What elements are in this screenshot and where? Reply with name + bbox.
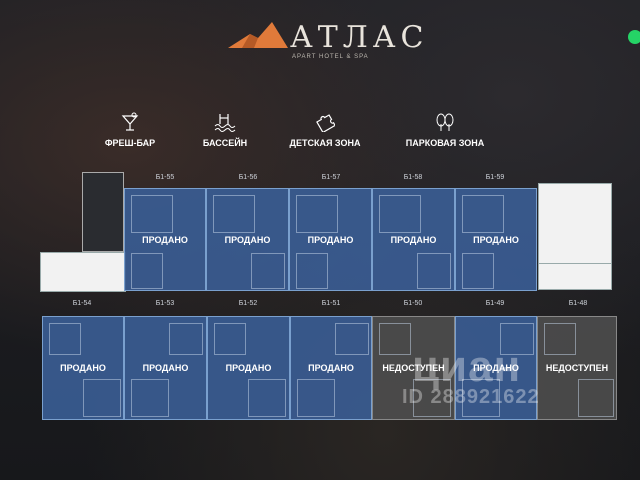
unit-label-b1-58: Б1-58	[403, 174, 423, 181]
unit-status: ПРОДАНО	[473, 234, 519, 245]
unit-status: ПРОДАНО	[142, 363, 189, 373]
unit-status: ПРОДАНО	[473, 363, 519, 373]
unit-b1-49[interactable]: ПРОДАНО	[455, 316, 537, 420]
unit-b1-55[interactable]: ПРОДАНО	[124, 188, 206, 291]
unit-b1-58[interactable]: ПРОДАНО	[372, 188, 455, 291]
watermark-id: ID 288921622	[402, 386, 540, 408]
watermark-logo-text: циан	[412, 342, 522, 391]
amenity-label: ФРЕШ-БАР	[104, 138, 156, 148]
unit-b1-52[interactable]: ПРОДАНО	[207, 316, 290, 420]
trees-icon	[436, 113, 454, 131]
cocktail-icon	[121, 112, 139, 131]
unit-b1-51[interactable]: ПРОДАНО	[290, 316, 372, 420]
amenity-label: ДЕТСКАЯ ЗОНА	[289, 138, 361, 148]
unit-status: ПРОДАНО	[390, 234, 437, 245]
left-stairwell	[82, 172, 124, 252]
unit-label-b1-55: Б1-55	[155, 174, 175, 181]
unit-label-b1-50: Б1-50	[403, 300, 423, 307]
unit-label-b1-57: Б1-57	[321, 174, 341, 181]
amenity-park-zone: ПАРКОВАЯ ЗОНА	[400, 112, 490, 148]
mountain-logo-icon	[228, 22, 288, 48]
unit-status: ПРОДАНО	[308, 363, 354, 373]
unit-status: ПРОДАНО	[225, 363, 272, 373]
unit-label-b1-54: Б1-54	[72, 300, 92, 307]
unit-b1-57[interactable]: ПРОДАНО	[289, 188, 372, 291]
unit-b1-50[interactable]: НЕДОСТУПЕН	[372, 316, 455, 420]
unit-label-b1-51: Б1-51	[321, 300, 341, 307]
whatsapp-icon[interactable]	[628, 30, 640, 44]
amenity-kids-zone: ДЕТСКАЯ ЗОНА	[285, 112, 365, 148]
brand-name: АТЛАС	[290, 20, 429, 55]
brand-logo: АТЛАС APART HOTEL & SPA	[228, 20, 423, 66]
unit-label-b1-53: Б1-53	[155, 300, 175, 307]
unit-b1-56[interactable]: ПРОДАНО	[206, 188, 289, 291]
unit-label-b1-52: Б1-52	[238, 300, 258, 307]
unit-b1-59[interactable]: ПРОДАНО	[455, 188, 537, 291]
unit-status: ПРОДАНО	[60, 363, 106, 373]
amenity-label: БАССЕЙН	[202, 138, 248, 148]
unit-label-b1-56: Б1-56	[238, 174, 258, 181]
amenity-fresh-bar: ФРЕШ-БАР	[100, 112, 160, 148]
amenity-label: ПАРКОВАЯ ЗОНА	[405, 138, 485, 148]
unit-status: ПРОДАНО	[224, 234, 271, 245]
unit-status: ПРОДАНО	[142, 234, 188, 245]
puzzle-icon	[316, 114, 335, 132]
unit-b1-54[interactable]: ПРОДАНО	[42, 316, 124, 420]
right-stairwell	[538, 183, 612, 265]
right-entrance	[538, 263, 612, 290]
unit-status: НЕДОСТУПЕН	[382, 363, 445, 373]
pool-icon	[214, 114, 236, 132]
amenity-pool: БАССЕЙН	[195, 112, 255, 148]
unit-label-b1-59: Б1-59	[485, 174, 505, 181]
unit-b1-48[interactable]: НЕДОСТУПЕН	[537, 316, 617, 420]
unit-b1-53[interactable]: ПРОДАНО	[124, 316, 207, 420]
cian-watermark: циан ID 288921622	[372, 342, 540, 409]
left-entrance	[40, 252, 126, 292]
brand-tagline: APART HOTEL & SPA	[292, 54, 369, 60]
unit-status: ПРОДАНО	[307, 234, 354, 245]
unit-status: НЕДОСТУПЕН	[545, 363, 609, 373]
unit-label-b1-48: Б1-48	[568, 300, 588, 307]
unit-label-b1-49: Б1-49	[485, 300, 505, 307]
